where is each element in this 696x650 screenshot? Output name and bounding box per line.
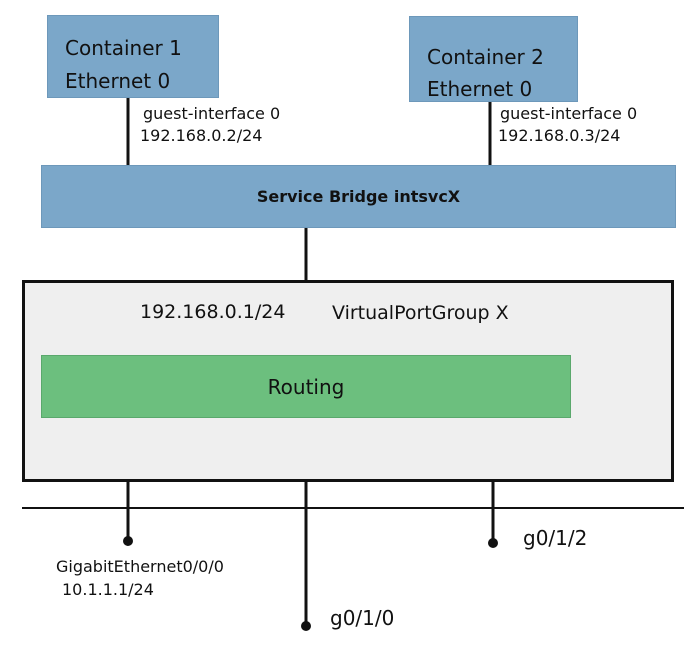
- gi000-name: GigabitEthernet0/0/0: [56, 557, 224, 576]
- container-2-ip: 192.168.0.3/24: [498, 126, 621, 145]
- service-bridge-label: Service Bridge intsvcX: [256, 187, 461, 206]
- service-bridge: Service Bridge intsvcX: [41, 165, 676, 228]
- routing-block: Routing: [41, 355, 571, 418]
- container-1-guest-interface: guest-interface 0: [143, 104, 281, 123]
- routing-label: Routing: [267, 374, 345, 399]
- port-group-ip: 192.168.0.1/24: [140, 301, 286, 323]
- container-2-iface: Ethernet 0: [427, 77, 533, 101]
- container-1-iface: Ethernet 0: [65, 69, 171, 93]
- container-1-ip: 192.168.0.2/24: [140, 126, 263, 145]
- gi000-endpoint: [123, 536, 133, 546]
- container-2-guest-interface: guest-interface 0: [500, 104, 638, 123]
- g012-label: g0/1/2: [523, 526, 588, 550]
- port-group-label: VirtualPortGroup X: [332, 302, 509, 324]
- container-1-box: Container 1 Ethernet 0: [47, 15, 219, 98]
- container-2-box: Container 2 Ethernet 0: [409, 16, 578, 102]
- g012-endpoint: [488, 538, 498, 548]
- g010-label: g0/1/0: [330, 606, 395, 630]
- g010-endpoint: [301, 621, 311, 631]
- container-2-name: Container 2: [427, 45, 544, 69]
- container-1-name: Container 1: [65, 36, 182, 60]
- gi000-ip: 10.1.1.1/24: [62, 580, 154, 599]
